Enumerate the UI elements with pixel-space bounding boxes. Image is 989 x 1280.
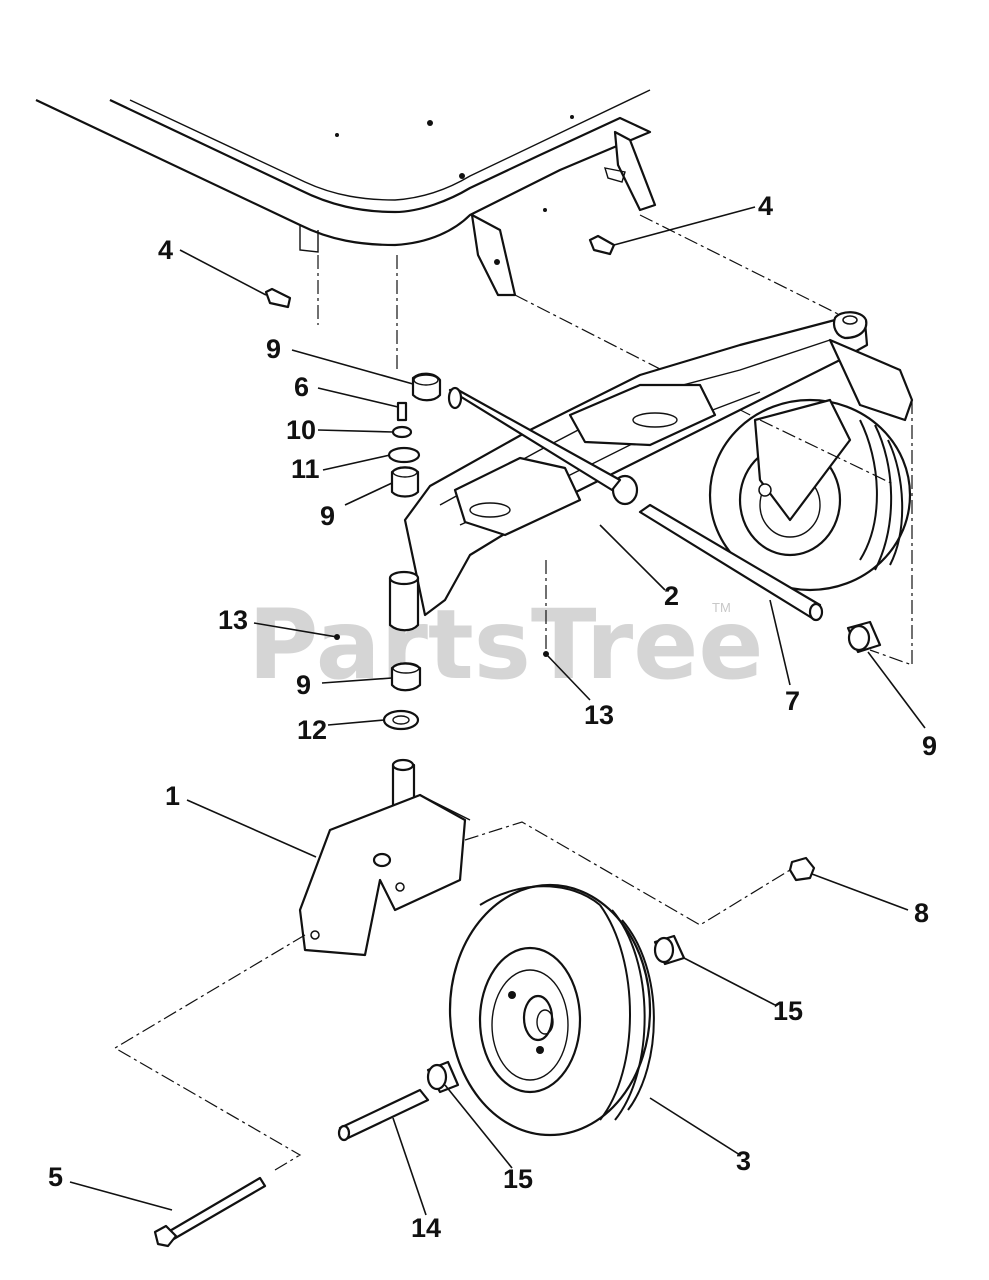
watermark-trademark: TM [712, 600, 731, 615]
callout-1: 1 [165, 781, 180, 811]
callout-9-spindle: 9 [320, 501, 335, 531]
callout-9-right: 9 [922, 731, 937, 761]
phantom-line [639, 214, 861, 326]
bolt-4-right [588, 234, 616, 256]
mower-deck [35, 89, 657, 297]
callout-7: 7 [785, 686, 800, 716]
callout-9-lower: 9 [296, 670, 311, 700]
callout-8: 8 [914, 898, 929, 928]
front-wheel-3 [448, 883, 655, 1137]
callout-14: 14 [411, 1213, 441, 1243]
bolt-5 [153, 1176, 267, 1248]
front-axle-2 [403, 311, 869, 617]
phantom-line [113, 934, 306, 1171]
callout-2: 2 [664, 581, 679, 611]
bolt-4-left [264, 287, 292, 309]
bushing-9-right [846, 620, 882, 654]
callout-15-upper: 15 [773, 996, 803, 1026]
callout-4-left: 4 [158, 235, 173, 265]
phantom-line [464, 821, 791, 926]
spacer-15-lower [426, 1060, 460, 1094]
callout-12: 12 [297, 715, 327, 745]
callout-3: 3 [736, 1146, 751, 1176]
rear-caster-wheel [708, 338, 914, 592]
callout-11: 11 [291, 454, 320, 484]
spacer-15-upper [653, 934, 686, 966]
pivot-pin-7 [638, 503, 824, 622]
watermark-text: PartsTree [248, 589, 763, 701]
callout-4-right: 4 [758, 191, 773, 221]
nut-8 [788, 856, 816, 882]
leader-lines [69, 206, 926, 1216]
callout-5: 5 [48, 1162, 63, 1192]
callout-10: 10 [286, 415, 316, 445]
callout-13-left: 13 [218, 605, 248, 635]
axle-bolt-14 [337, 1088, 430, 1142]
callout-9-top: 9 [266, 334, 281, 364]
callout-6: 6 [294, 372, 309, 402]
caster-fork-1 [298, 758, 471, 957]
spindle-stack [334, 372, 549, 731]
phantom-line [869, 400, 913, 666]
callout-15-lower: 15 [503, 1164, 533, 1194]
callout-13-right: 13 [584, 700, 614, 730]
